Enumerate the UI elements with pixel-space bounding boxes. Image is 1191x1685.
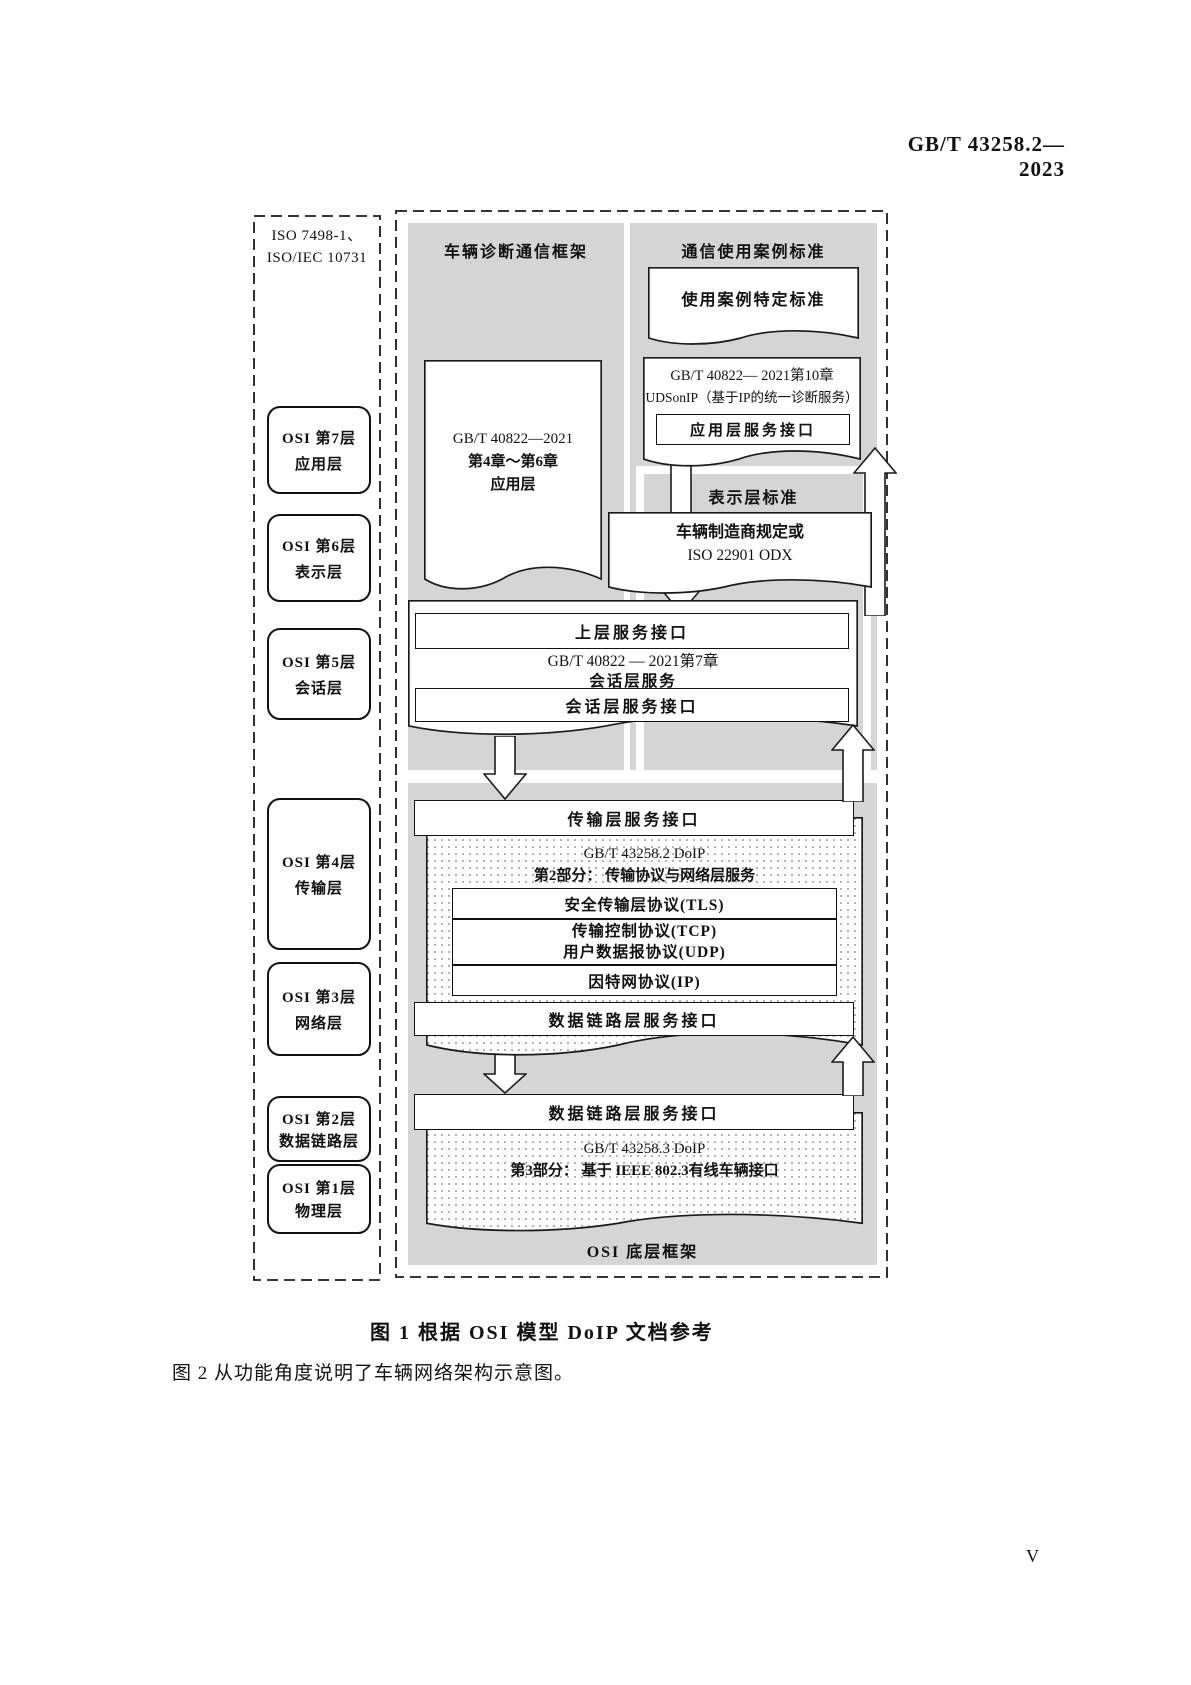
page-number: V: [1026, 1546, 1039, 1566]
osi-layer2-box: OSI 第2层 数据链路层: [267, 1096, 371, 1162]
osi-reference-column: ISO 7498-1、 ISO/IEC 10731 OSI 第7层 应用层 OS…: [253, 215, 381, 1281]
use-case-panel-title: 通信使用案例标准: [681, 244, 826, 261]
down-arrow-session-to-transport: [483, 736, 527, 800]
osi-layer4-box: OSI 第4层 传输层: [267, 798, 371, 950]
osi-layer7-box: OSI 第7层 应用层: [267, 406, 371, 494]
doip-part2-box: GB/T 43258.2 DoIP 第2部分： 传输协议与网络层服务 安全传输层…: [426, 817, 863, 1059]
transport-service-interface-bar: 传输层服务接口: [414, 800, 854, 836]
osi-layer5-box: OSI 第5层 会话层: [267, 628, 371, 720]
application-layer-doc-box: GB/T 40822—2021 第4章～第6章 应用层: [424, 360, 602, 593]
manufacturer-odx-box: 车辆制造商规定或 ISO 22901 ODX: [608, 512, 872, 596]
datalink-service-interface-bar-upper: 数据链路层服务接口: [414, 1002, 854, 1036]
udsonip-box: GB/T 40822— 2021第10章 UDSonIP（基于IP的统一诊断服务…: [643, 357, 861, 469]
osi-layer3-box: OSI 第3层 网络层: [267, 962, 371, 1056]
app-service-interface-bar: 应用层服务接口: [656, 414, 850, 445]
figure-caption: 图 1 根据 OSI 模型 DoIP 文档参考: [370, 1322, 714, 1344]
up-arrow-transport-to-session: [831, 724, 875, 802]
iso-standards-label-line2: ISO/IEC 10731: [266, 250, 368, 266]
session-service-interface-bar: 会话层服务接口: [415, 688, 849, 722]
body-paragraph: 图 2 从功能角度说明了车辆网络架构示意图。: [172, 1363, 575, 1384]
presentation-panel-title: 表示层标准: [708, 490, 799, 507]
osi-layer6-box: OSI 第6层 表示层: [267, 514, 371, 602]
doip-part3-box: GB/T 43258.3 DoIP 第3部分： 基于 IEEE 802.3有线车…: [426, 1112, 863, 1234]
datalink-service-interface-bar-lower: 数据链路层服务接口: [414, 1094, 854, 1130]
ip-protocol-box: 因特网协议(IP): [452, 965, 837, 996]
osi-layer1-box: OSI 第1层 物理层: [267, 1164, 371, 1234]
framework-panel: 车辆诊断通信框架 通信使用案例标准 表示层标准 OSI 底层框架 使用案例特定标…: [395, 210, 897, 1278]
down-arrow-transport-to-datalink: [483, 1054, 527, 1094]
standard-number-header: GB/T 43258.2—2023: [907, 132, 1065, 181]
up-arrow-upper-to-app: [853, 447, 897, 616]
iso-standards-label-line1: ISO 7498-1、: [271, 228, 363, 244]
tls-protocol-box: 安全传输层协议(TLS): [452, 888, 837, 919]
use-case-specific-standard-box: 使用案例特定标准: [648, 267, 859, 347]
session-layer-box: 上层服务接口 GB/T 40822 — 2021第7章 会话层服务 会话层服务接…: [408, 600, 858, 738]
up-arrow-datalink-to-transport: [831, 1036, 875, 1096]
upper-service-interface-bar: 上层服务接口: [415, 613, 849, 649]
tcp-udp-protocol-box: 传输控制协议(TCP) 用户数据报协议(UDP): [452, 919, 837, 965]
osi-bottom-frame-label: OSI 底层框架: [586, 1244, 699, 1261]
diagnostic-framework-title: 车辆诊断通信框架: [443, 244, 588, 261]
